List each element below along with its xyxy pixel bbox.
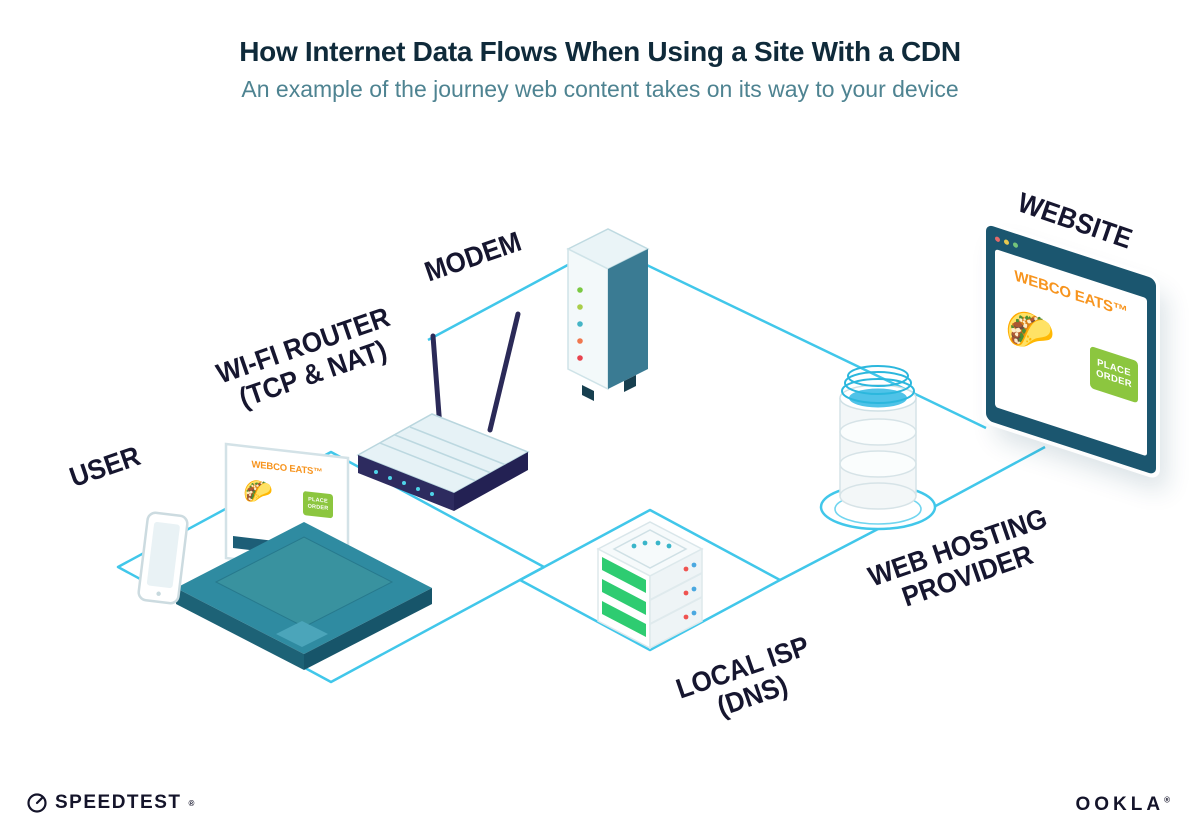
laptop-place-order-button: PLACE ORDER — [303, 490, 333, 519]
server-seams — [649, 572, 703, 625]
cylinder-bottom — [839, 482, 917, 510]
speedtest-trademark: ® — [188, 798, 195, 808]
ookla-logo: OOKLA® — [1075, 794, 1174, 816]
page-title: How Internet Data Flows When Using a Sit… — [239, 36, 961, 67]
ookla-wordmark: OOKLA — [1075, 794, 1165, 815]
laptop-cta-line2: ORDER — [307, 503, 329, 512]
modem-left-face — [567, 247, 609, 391]
speedtest-wordmark: SPEEDTEST — [55, 792, 182, 813]
modem — [566, 228, 650, 401]
server-green-bars — [602, 557, 646, 637]
cylinder-body — [840, 398, 916, 496]
isp-server — [596, 521, 704, 650]
speedtest-logo: SPEEDTEST ® — [26, 792, 194, 814]
browser-dot-red — [995, 235, 1000, 243]
isp-to-hosting-line — [779, 527, 879, 582]
router-antenna-left — [430, 333, 443, 431]
laptop-taco-icon: 🌮 — [243, 477, 273, 508]
laptop-base-front-right — [304, 588, 432, 670]
router-front-right-face — [454, 452, 528, 511]
browser-dot-yellow — [1004, 238, 1009, 245]
modem-right-face — [608, 249, 648, 389]
router-antenna-right — [487, 311, 521, 433]
modem-leds — [577, 287, 583, 361]
website-place-order-button: PLACE ORDER — [1090, 345, 1138, 404]
server-top-dots — [631, 540, 672, 549]
server-top-outline — [612, 529, 688, 569]
website-taco-icon: 🌮 — [1005, 302, 1055, 363]
cylinder-seam-2 — [839, 418, 917, 446]
modem-foot-left — [582, 385, 594, 401]
cylinder-sides — [839, 398, 917, 496]
server-status-leds — [683, 562, 697, 620]
laptop-trackpad — [276, 621, 328, 647]
phone-screen — [146, 522, 180, 589]
page-subtitle: An example of the journey web content ta… — [241, 76, 959, 102]
router-grooves — [379, 426, 507, 482]
phone-home-button — [156, 591, 161, 596]
hosting-to-website-line — [929, 445, 1046, 511]
cylinder-rings — [841, 365, 915, 404]
router-leds — [374, 470, 434, 496]
laptop-keyboard — [214, 536, 394, 628]
modem-foot-right — [624, 375, 636, 392]
laptop-screen-content: WEBCO EATS™ 🌮 PLACE ORDER — [233, 451, 341, 543]
ookla-trademark: ® — [1164, 795, 1174, 805]
wifi-router — [356, 311, 530, 511]
hosting-database — [839, 365, 917, 510]
cylinder-seam-1 — [839, 450, 917, 478]
browser-dot-green — [1013, 241, 1018, 248]
user-phone — [137, 511, 189, 605]
speedtest-gauge-icon — [27, 793, 47, 813]
user-laptop — [176, 442, 432, 670]
laptop-base-front-left — [176, 588, 304, 670]
